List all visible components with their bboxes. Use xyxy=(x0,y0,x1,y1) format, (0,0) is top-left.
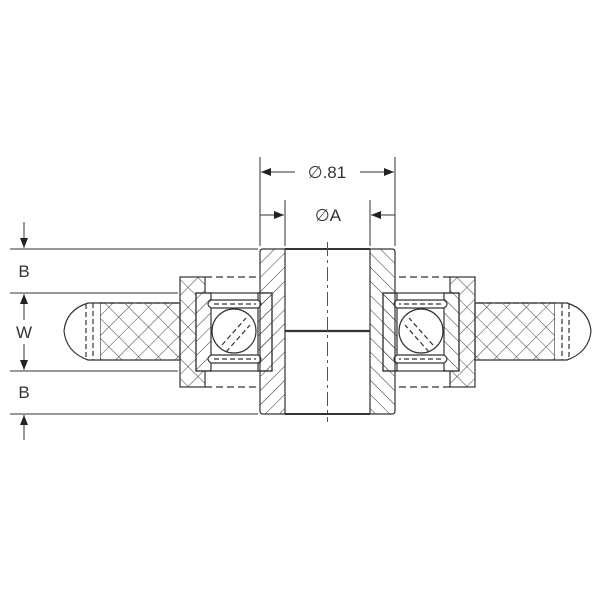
dimension-lines xyxy=(10,157,396,440)
right-half-section xyxy=(326,247,593,416)
width-label: W xyxy=(16,323,32,342)
outer-diameter-label: ∅.81 xyxy=(308,163,346,182)
left-half-section xyxy=(62,247,329,416)
flange-top-label: B xyxy=(18,262,29,281)
flange-bottom-label: B xyxy=(18,383,29,402)
bore-diameter-label: ∅A xyxy=(315,206,342,225)
